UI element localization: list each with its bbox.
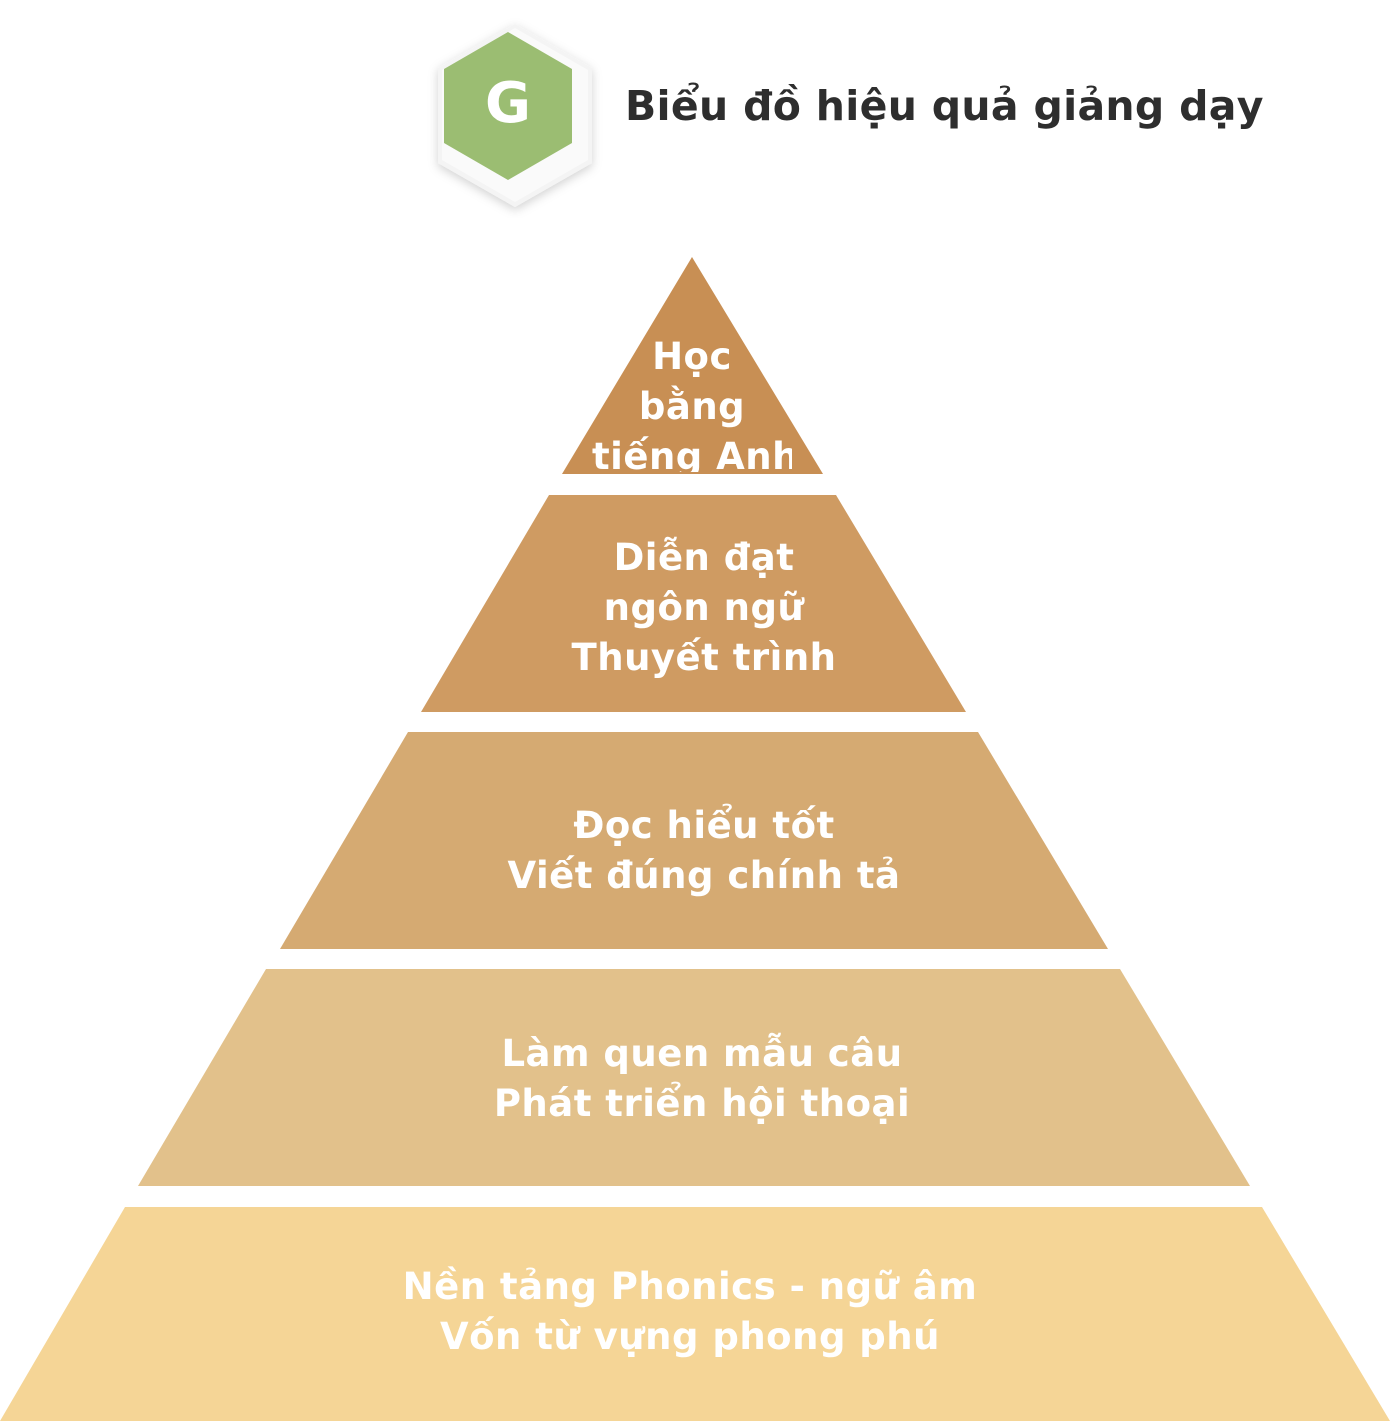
tier-4-label: Làm quen mẫu câu Phát triển hội thoại	[352, 1029, 1052, 1129]
header: G Biểu đồ hiệu quả giảng dạy	[420, 18, 1320, 218]
tier-3-line-1: Đọc hiểu tốt	[573, 804, 835, 847]
logo-hexagon-icon: G	[420, 18, 620, 218]
logo-letter: G	[485, 71, 531, 136]
tier-3-line-2: Viết đúng chính tả	[507, 854, 901, 897]
tier-3-label: Đọc hiểu tốt Viết đúng chính tả	[404, 801, 1004, 901]
tier-1-label: Học bằng tiếng Anh	[592, 332, 792, 472]
tier-1-shape	[562, 257, 823, 474]
tier-5-line-2: Vốn từ vựng phong phú	[440, 1315, 940, 1358]
tier-2-label: Diễn đạt ngôn ngữ Thuyết trình	[504, 533, 904, 683]
tier-3-shape	[280, 732, 1108, 949]
tier-2-line-3: Thuyết trình	[571, 636, 837, 679]
tier-4-shape	[138, 969, 1250, 1186]
tier-5-line-1: Nền tảng Phonics - ngữ âm	[402, 1265, 978, 1308]
tier-4-line-2: Phát triển hội thoại	[493, 1082, 911, 1125]
page-title: Biểu đồ hiệu quả giảng dạy	[625, 82, 1264, 130]
tier-1-line-3: tiếng Anh	[592, 435, 792, 472]
tier-5-shape	[0, 1207, 1390, 1421]
tier-2-line-2: ngôn ngữ	[603, 586, 805, 629]
tier-2-line-1: Diễn đạt	[613, 536, 795, 579]
tier-1-line-1: Học	[652, 335, 732, 378]
tier-2-shape	[421, 495, 966, 712]
tier-5-label: Nền tảng Phonics - ngữ âm Vốn từ vựng ph…	[290, 1262, 1090, 1362]
tier-4-line-1: Làm quen mẫu câu	[501, 1032, 903, 1075]
tier-1-line-2: bằng	[638, 385, 746, 428]
